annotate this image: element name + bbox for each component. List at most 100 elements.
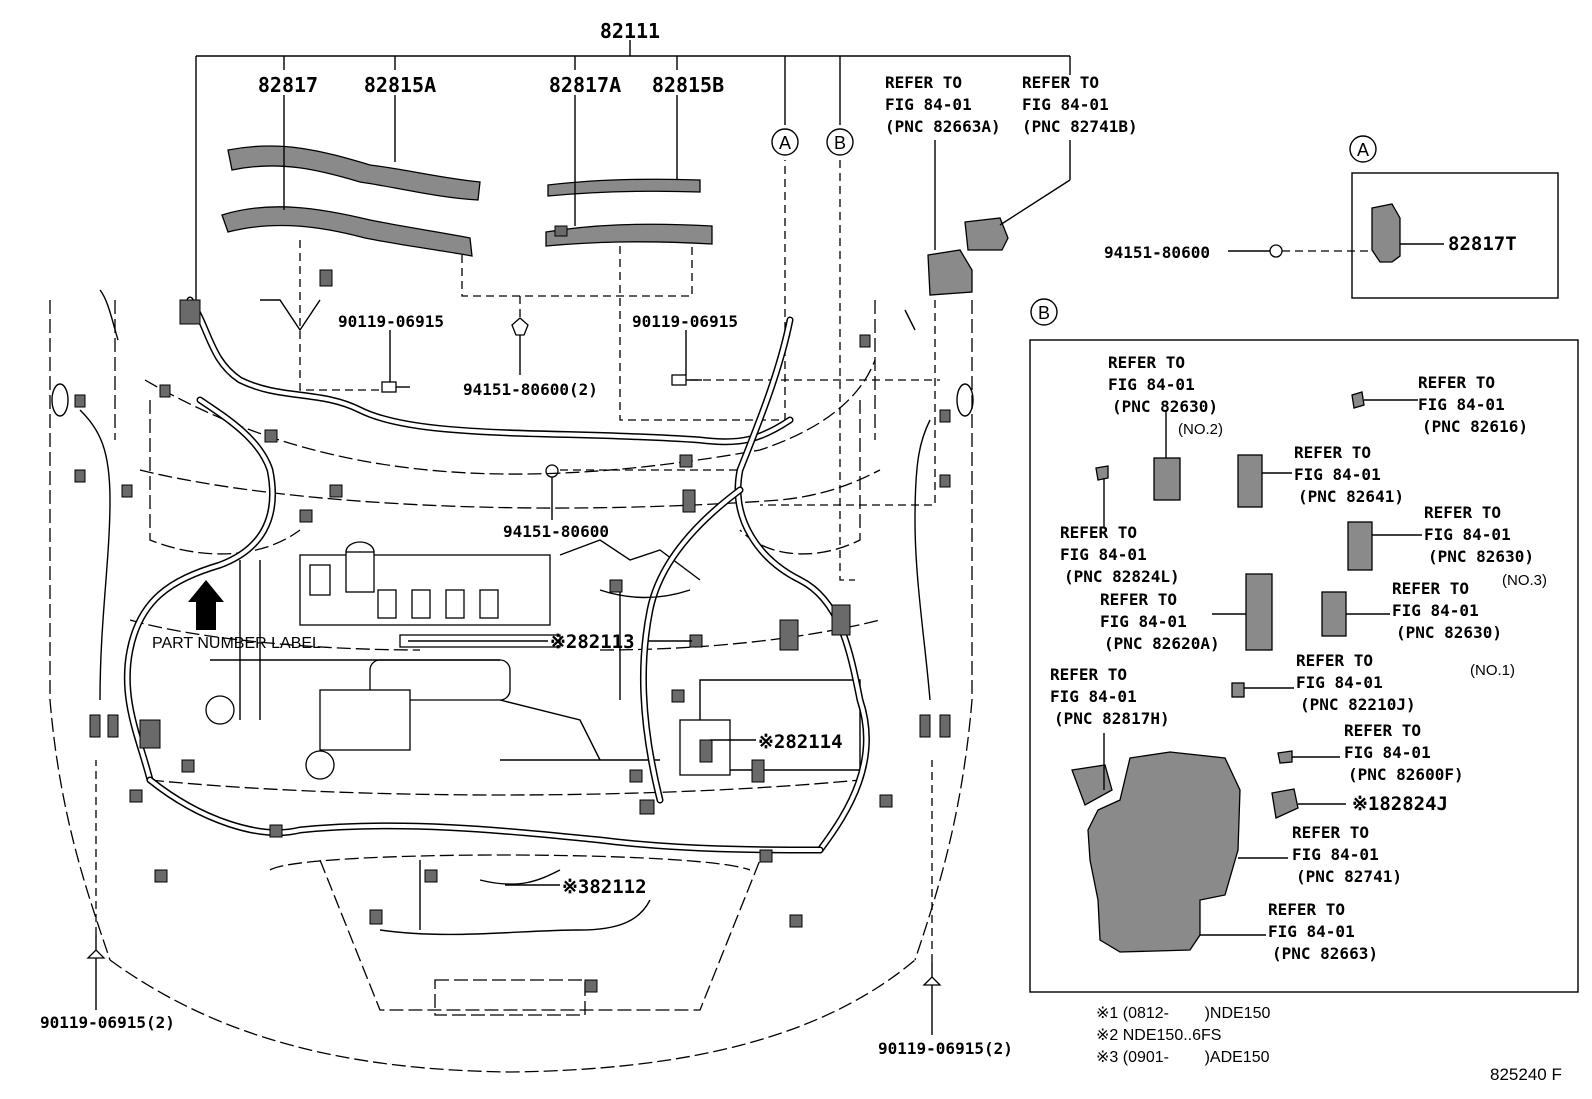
svg-text:(PNC 82620A): (PNC 82620A) — [1104, 634, 1220, 653]
svg-text:REFER TO: REFER TO — [1060, 523, 1137, 542]
callout-refer-82741b: REFER TO FIG 84-01 (PNC 82741B) — [1022, 73, 1138, 136]
svg-text:REFER TO: REFER TO — [1022, 73, 1099, 92]
main-labels: 82111 82817 82815A 82817A 82815B REFER T… — [40, 19, 1138, 1058]
svg-text:FIG 84-01: FIG 84-01 — [1268, 922, 1355, 941]
callout-bolt-left: 90119-06915 — [338, 312, 444, 331]
svg-text:(PNC 82630): (PNC 82630) — [1428, 547, 1534, 566]
callout-clip-94151-2: 94151-80600(2) — [463, 380, 598, 399]
note-1: ※1 (0812- )NDE150 — [1096, 1005, 1270, 1022]
callout-refer-82663a: REFER TO FIG 84-01 (PNC 82663A) — [885, 73, 1001, 136]
refer-82663: REFER TO FIG 84-01 (PNC 82663) — [1268, 900, 1378, 963]
callout-bolt-right: 90119-06915 — [632, 312, 738, 331]
callout-bolt-bottom-right: 90119-06915(2) — [878, 1039, 1013, 1058]
refer-82210j: REFER TO FIG 84-01 (PNC 82210J) — [1296, 651, 1416, 714]
vehicle-body-outline — [49, 289, 974, 1073]
svg-text:FIG 84-01: FIG 84-01 — [1424, 525, 1511, 544]
svg-text:FIG 84-01: FIG 84-01 — [1344, 743, 1431, 762]
svg-text:FIG 84-01: FIG 84-01 — [1296, 673, 1383, 692]
inset-a-part: 82817T — [1448, 233, 1517, 255]
svg-text:FIG 84-01: FIG 84-01 — [1100, 612, 1187, 631]
callout-82114: ※282114 — [710, 731, 843, 753]
note-3: ※3 (0901- )ADE150 — [1096, 1049, 1270, 1066]
inset-a-circle: A — [1357, 140, 1369, 160]
inset-a-clip: 94151-80600 — [1104, 243, 1210, 262]
svg-text:(NO.2): (NO.2) — [1178, 421, 1223, 438]
svg-text:A: A — [779, 133, 791, 153]
callout-82817a: 82817A — [549, 73, 621, 97]
circle-callout-b: B — [826, 128, 854, 156]
svg-text:REFER TO: REFER TO — [1344, 721, 1421, 740]
callout-82112: ※382112 — [505, 876, 647, 898]
svg-text:REFER TO: REFER TO — [1392, 579, 1469, 598]
svg-text:REFER TO: REFER TO — [1418, 373, 1495, 392]
inset-b-circle: B — [1038, 303, 1050, 323]
svg-text:(PNC 82817H): (PNC 82817H) — [1054, 709, 1170, 728]
svg-text:REFER TO: REFER TO — [1292, 823, 1369, 842]
svg-text:(NO.3): (NO.3) — [1502, 572, 1547, 589]
svg-text:(PNC 82600F): (PNC 82600F) — [1348, 765, 1464, 784]
svg-text:FIG 84-01: FIG 84-01 — [1108, 375, 1195, 394]
circle-callout-a: A — [771, 128, 799, 156]
svg-text:PART NUMBER LABEL: PART NUMBER LABEL — [152, 635, 321, 652]
inset-b: B REFER TO FIG 84-01 (PNC 826 — [1029, 298, 1579, 993]
svg-text:REFER TO: REFER TO — [885, 73, 962, 92]
svg-text:(PNC 82641): (PNC 82641) — [1298, 487, 1404, 506]
callout-82815b: 82815B — [652, 73, 724, 97]
footnotes: ※1 (0812- )NDE150 ※2 NDE150..6FS ※3 (090… — [1096, 1005, 1562, 1084]
svg-text:FIG 84-01: FIG 84-01 — [1392, 601, 1479, 620]
fasteners — [86, 317, 942, 1035]
svg-text:FIG 84-01: FIG 84-01 — [1418, 395, 1505, 414]
svg-text:(PNC 82616): (PNC 82616) — [1422, 417, 1528, 436]
svg-text:FIG 84-01: FIG 84-01 — [885, 95, 972, 114]
callout-bolt-bottom-left: 90119-06915(2) — [40, 1013, 175, 1032]
svg-text:(NO.1): (NO.1) — [1470, 662, 1515, 679]
dashed-links-top — [299, 160, 940, 581]
svg-text:(PNC 82663): (PNC 82663) — [1272, 944, 1378, 963]
svg-text:(PNC 82663A): (PNC 82663A) — [885, 117, 1001, 136]
svg-text:※382112: ※382112 — [562, 876, 647, 898]
svg-text:(PNC 82210J): (PNC 82210J) — [1300, 695, 1416, 714]
svg-text:REFER TO: REFER TO — [1050, 665, 1127, 684]
refer-82741: REFER TO FIG 84-01 (PNC 82741) — [1292, 823, 1402, 886]
refer-82620a: REFER TO FIG 84-01 (PNC 82620A) — [1100, 590, 1220, 653]
callout-82817: 82817 — [258, 73, 318, 97]
svg-text:REFER TO: REFER TO — [1296, 651, 1373, 670]
refer-parts-top-right — [927, 140, 1071, 296]
refer-82630-no2: REFER TO FIG 84-01 (PNC 82630) (NO.2) — [1108, 353, 1223, 438]
svg-text:(PNC 82630): (PNC 82630) — [1396, 623, 1502, 642]
svg-text:(PNC 82630): (PNC 82630) — [1112, 397, 1218, 416]
svg-text:B: B — [834, 133, 846, 153]
svg-text:REFER TO: REFER TO — [1268, 900, 1345, 919]
inset-a: A 82817T 94151-80600 — [1104, 135, 1559, 299]
svg-text:REFER TO: REFER TO — [1424, 503, 1501, 522]
wire-harness — [79, 296, 931, 936]
note-2: ※2 NDE150..6FS — [1096, 1027, 1221, 1044]
refer-82630-no3: REFER TO FIG 84-01 (PNC 82630) (NO.3) — [1424, 503, 1547, 589]
figure-code: 825240 F — [1490, 1065, 1562, 1084]
svg-text:FIG 84-01: FIG 84-01 — [1294, 465, 1381, 484]
svg-text:(PNC 82824L): (PNC 82824L) — [1064, 567, 1180, 586]
callout-clip-94151: 94151-80600 — [503, 522, 609, 541]
svg-text:(PNC 82741): (PNC 82741) — [1296, 867, 1402, 886]
svg-text:※282113: ※282113 — [550, 631, 635, 653]
refer-82630-no1: REFER TO FIG 84-01 (PNC 82630) (NO.1) — [1392, 579, 1515, 679]
part-number-label-callout: PART NUMBER LABEL — [152, 580, 321, 652]
refer-82817h: REFER TO FIG 84-01 (PNC 82817H) — [1050, 665, 1170, 728]
callout-82111: 82111 — [600, 19, 660, 43]
refer-82616: REFER TO FIG 84-01 (PNC 82616) — [1418, 373, 1528, 436]
svg-text:REFER TO: REFER TO — [1108, 353, 1185, 372]
svg-text:FIG 84-01: FIG 84-01 — [1050, 687, 1137, 706]
svg-text:※282114: ※282114 — [758, 731, 843, 753]
svg-text:FIG 84-01: FIG 84-01 — [1022, 95, 1109, 114]
engine-drawing — [205, 539, 861, 780]
svg-text:FIG 84-01: FIG 84-01 — [1060, 545, 1147, 564]
refer-82641: REFER TO FIG 84-01 (PNC 82641) — [1294, 443, 1404, 506]
harness-parts-top — [221, 145, 713, 257]
svg-text:(PNC 82741B): (PNC 82741B) — [1022, 117, 1138, 136]
svg-text:REFER TO: REFER TO — [1100, 590, 1177, 609]
connectors — [74, 269, 951, 993]
callout-82111-bracket — [195, 40, 1071, 300]
callout-82113: ※282113 — [408, 631, 692, 653]
callout-82815a: 82815A — [364, 73, 436, 97]
